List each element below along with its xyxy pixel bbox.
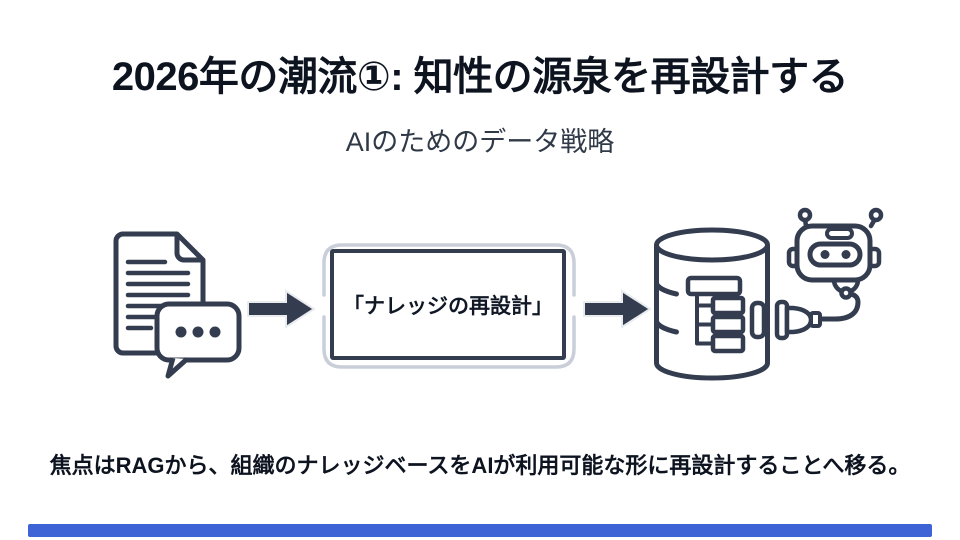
knowledge-box: 「ナレッジの再設計」: [330, 249, 566, 360]
accent-bar: [28, 524, 932, 537]
summary-text: 焦点はRAGから、組織のナレッジベースをAIが利用可能な形に再設計することへ移る…: [49, 453, 911, 478]
chat-bubble-icon: [154, 301, 242, 379]
database-icon: [654, 227, 770, 381]
robot-icon: [786, 207, 884, 300]
database-ai-icon: [654, 207, 884, 381]
document-chat-icon: [113, 231, 242, 379]
plug-icon: [774, 291, 861, 341]
arrow-right-icon: [583, 289, 652, 329]
slide-title: 2026年の潮流①: 知性の源泉を再設計する: [111, 55, 849, 99]
knowledge-frame: [322, 243, 576, 369]
slide-subtitle: AIのためのデータ戦略: [345, 127, 615, 157]
arrow-right-icon: [247, 289, 316, 329]
document-text-lines: [125, 259, 191, 331]
schema-icon: [685, 275, 746, 354]
knowledge-box-label: 「ナレッジの再設計」: [343, 294, 553, 318]
socket-icon: [749, 300, 767, 340]
